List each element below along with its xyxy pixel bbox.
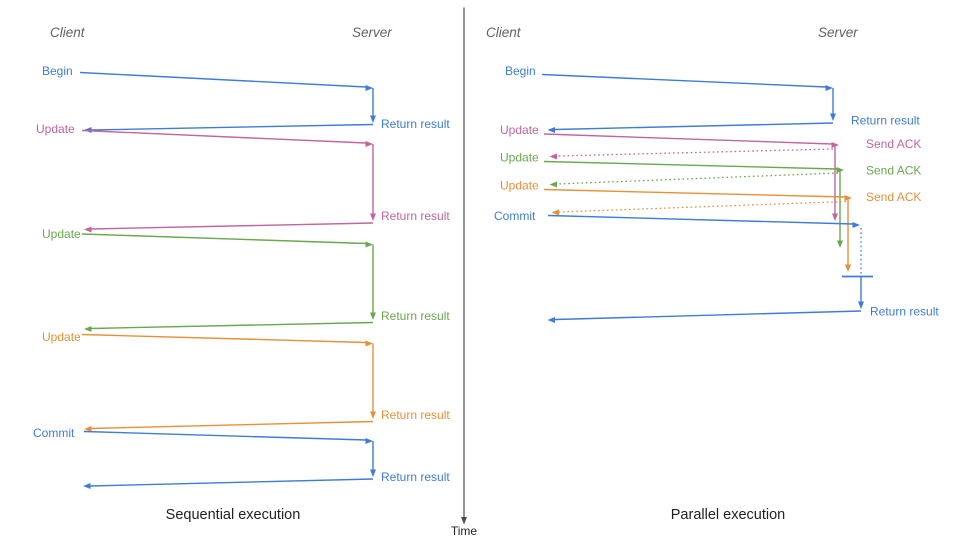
request-arrowhead-icon xyxy=(852,222,860,228)
request-arrowhead-icon xyxy=(365,438,373,444)
server-arrowhead-icon xyxy=(858,301,864,309)
right-caption: Parallel execution xyxy=(671,507,785,523)
request-line xyxy=(541,73,827,88)
left-server-heading: Server xyxy=(352,25,392,40)
right-flow-update-1: Update Send ACK xyxy=(500,123,921,221)
request-line xyxy=(83,430,367,441)
message-label: Update xyxy=(500,179,539,193)
request-line xyxy=(547,214,854,225)
return-arrowhead-icon xyxy=(547,127,555,133)
return-line xyxy=(554,122,834,131)
time-axis-arrowhead-icon xyxy=(461,517,467,525)
ack-arrowhead-icon xyxy=(549,153,557,160)
message-label: Update xyxy=(500,123,539,137)
request-line xyxy=(79,71,367,88)
right-flow-begin: Begin Return result xyxy=(505,64,920,133)
left-flow-update-1: Update Return result xyxy=(36,122,450,233)
left-flow-begin: Begin Return result xyxy=(42,64,450,133)
return-arrowhead-icon xyxy=(84,326,92,332)
request-line xyxy=(543,160,838,170)
response-label: Return result xyxy=(381,470,450,484)
request-arrowhead-icon xyxy=(365,340,373,347)
server-arrowhead-icon xyxy=(837,240,843,248)
request-line xyxy=(543,188,846,198)
return-arrowhead-icon xyxy=(547,317,555,323)
return-arrowhead-icon xyxy=(83,483,91,489)
return-arrowhead-icon xyxy=(84,426,92,432)
right-flow-update-3: Update Send ACK xyxy=(500,179,921,272)
request-arrowhead-icon xyxy=(365,85,373,91)
message-label: Update xyxy=(42,330,81,344)
message-label: Update xyxy=(500,151,539,165)
return-arrowhead-icon xyxy=(84,226,92,233)
left-flow-update-2: Update Return result xyxy=(42,227,450,332)
request-line xyxy=(81,333,367,344)
server-arrowhead-icon xyxy=(370,411,376,419)
ack-arrowhead-icon xyxy=(549,181,557,188)
response-label: Return result xyxy=(870,305,939,319)
request-arrowhead-icon xyxy=(836,167,844,173)
response-label: Send ACK xyxy=(866,137,921,151)
server-arrowhead-icon xyxy=(830,113,836,121)
return-line xyxy=(90,321,374,330)
left-client-heading: Client xyxy=(50,25,86,40)
request-arrowhead-icon xyxy=(831,142,839,148)
response-label: Return result xyxy=(381,309,450,323)
server-arrowhead-icon xyxy=(370,213,376,221)
request-line xyxy=(543,133,833,145)
return-line xyxy=(90,420,374,430)
response-label: Return result xyxy=(381,209,450,223)
request-arrowhead-icon xyxy=(365,141,373,147)
request-arrowhead-icon xyxy=(825,85,833,91)
message-label: Update xyxy=(42,227,81,241)
return-line xyxy=(89,478,374,487)
request-arrowhead-icon xyxy=(365,241,373,248)
right-server-heading: Server xyxy=(818,25,858,40)
time-axis-label: Time xyxy=(451,524,478,538)
server-arrowhead-icon xyxy=(832,213,838,221)
message-label: Commit xyxy=(33,426,75,440)
ack-dotted-line xyxy=(556,172,839,185)
ack-dotted-line xyxy=(558,200,847,213)
response-label: Return result xyxy=(851,114,920,128)
message-label: Begin xyxy=(42,64,73,78)
right-flow-commit: Commit Return result xyxy=(494,209,939,323)
ack-dotted-line xyxy=(556,148,834,157)
server-arrowhead-icon xyxy=(370,115,376,123)
response-label: Send ACK xyxy=(866,190,921,204)
response-label: Send ACK xyxy=(866,164,921,178)
server-arrowhead-icon xyxy=(845,264,851,272)
left-flow-update-3: Update Return result xyxy=(42,330,450,432)
time-axis: Time xyxy=(451,7,478,538)
right-diagram: Client Server Begin Return result Update… xyxy=(486,25,939,523)
message-label: Begin xyxy=(505,64,536,78)
request-line xyxy=(81,233,367,245)
left-diagram: Client Server Begin Return result Update… xyxy=(33,25,450,523)
response-label: Return result xyxy=(381,408,450,422)
left-flow-commit: Commit Return result xyxy=(33,426,450,489)
return-line xyxy=(90,123,374,131)
server-arrowhead-icon xyxy=(370,312,376,320)
ack-arrowhead-icon xyxy=(551,209,559,216)
message-label: Commit xyxy=(494,209,536,223)
server-arrowhead-icon xyxy=(370,469,376,477)
left-caption: Sequential execution xyxy=(166,507,301,523)
return-line xyxy=(554,310,862,321)
right-flow-update-2: Update Send ACK xyxy=(500,151,921,248)
request-arrowhead-icon xyxy=(844,195,852,201)
request-line xyxy=(81,129,367,144)
response-label: Return result xyxy=(381,117,450,131)
message-label: Update xyxy=(36,122,75,136)
right-client-heading: Client xyxy=(486,25,522,40)
return-line xyxy=(90,222,374,230)
